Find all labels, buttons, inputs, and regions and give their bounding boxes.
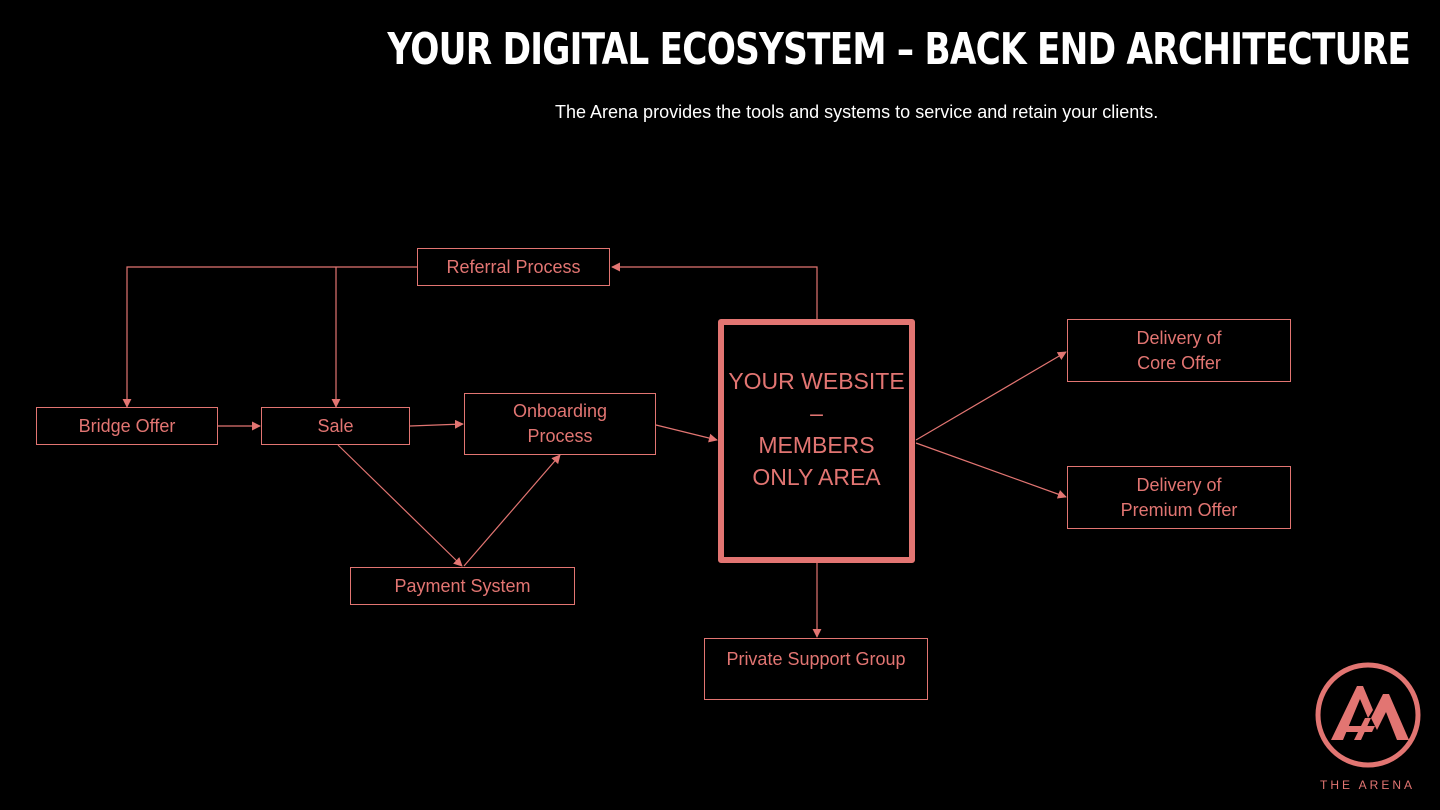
- bridge-offer-box: Bridge Offer: [36, 407, 218, 445]
- connector-referral-to-bridge: [122, 266, 417, 408]
- referral-process-box: Referral Process: [417, 248, 610, 286]
- connector-payment-to-onboarding: [463, 454, 561, 567]
- onboarding-process-box: Onboarding Process: [464, 393, 656, 455]
- premium-offer-box: Delivery of Premium Offer: [1067, 466, 1291, 529]
- connector-onboarding-to-website: [655, 424, 718, 443]
- payment-system-box: Payment System: [350, 567, 575, 605]
- private-support-group-box: Private Support Group: [704, 638, 928, 700]
- website-members-area-box: YOUR WEBSITE – MEMBERS ONLY AREA: [718, 319, 915, 563]
- core-offer-box: Delivery of Core Offer: [1067, 319, 1291, 382]
- connector-sale-to-payment: [337, 444, 463, 567]
- connector-website-to-premium: [915, 442, 1067, 499]
- connector-website-to-referral: [611, 262, 818, 319]
- logo-text: THE ARENA: [1319, 778, 1415, 792]
- connector-website-to-core: [915, 351, 1067, 441]
- page-subtitle: The Arena provides the tools and systems…: [555, 102, 1159, 122]
- page-title: YOUR DIGITAL ECOSYSTEM – BACK END ARCHIT…: [387, 24, 1410, 75]
- connector-sale-to-onboarding: [409, 419, 464, 429]
- sale-box: Sale: [261, 407, 410, 445]
- arena-logo: [1315, 662, 1421, 768]
